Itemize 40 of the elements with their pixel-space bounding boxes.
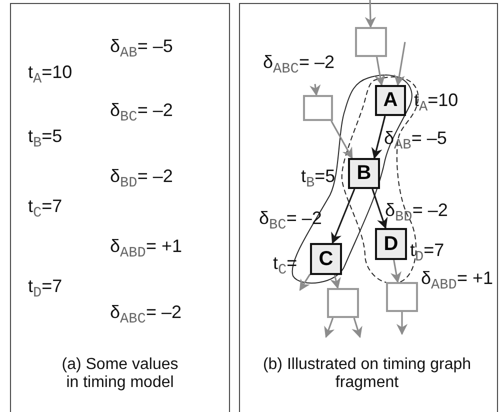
value-label: t$_{D}$=7 — [28, 276, 62, 304]
arrow — [330, 274, 341, 290]
value-label: δ$_{ABC}$= –2 — [262, 52, 336, 80]
node-box: A — [375, 85, 406, 116]
arrow — [390, 260, 402, 284]
arrow — [396, 312, 408, 336]
node-box: B — [348, 158, 380, 189]
edge-label: δ$_{AB}$= –5 — [383, 128, 448, 156]
value-label: δ$_{BD}$= –2 — [110, 166, 173, 194]
arrow — [352, 318, 362, 338]
node-annotation: t$_{A}$=10 — [413, 90, 460, 118]
value-label: δ$_{ABC}$= –2 — [110, 302, 182, 330]
arrow — [299, 274, 311, 291]
node-box: D — [375, 228, 407, 260]
empty-box — [355, 27, 387, 57]
node-annotation: t$_{B}$=5 — [300, 166, 336, 194]
arrow — [371, 116, 386, 160]
arrow — [364, 0, 376, 28]
arrow — [310, 84, 321, 96]
arrow — [394, 42, 406, 86]
value-label: δ$_{ABD}$= +1 — [110, 236, 182, 264]
node-annotation: t$_{D}$=7 — [409, 240, 446, 268]
value-label: δ$_{BC}$= –2 — [110, 100, 173, 128]
value-label: t$_{A}$=10 — [28, 62, 72, 90]
node-box: C — [310, 243, 342, 275]
edge-label: δ$_{BD}$= –2 — [384, 200, 449, 228]
panel-caption: (a) Some values in timing model — [60, 356, 180, 392]
value-label: t$_{B}$=5 — [28, 126, 62, 154]
arrow — [372, 188, 388, 230]
arrow — [374, 56, 386, 86]
value-label: δ$_{ABD}$= +1 — [420, 268, 494, 296]
empty-box — [386, 282, 418, 312]
arrow — [331, 188, 356, 244]
value-label: δ$_{AB}$= –5 — [110, 36, 173, 64]
empty-box — [303, 95, 333, 121]
empty-box — [327, 288, 359, 318]
arrow — [330, 120, 353, 159]
value-label: t$_{C}$=7 — [28, 196, 62, 224]
panel-caption: (b) Illustrated on timing graph fragment — [262, 356, 472, 392]
arrow — [324, 318, 335, 338]
